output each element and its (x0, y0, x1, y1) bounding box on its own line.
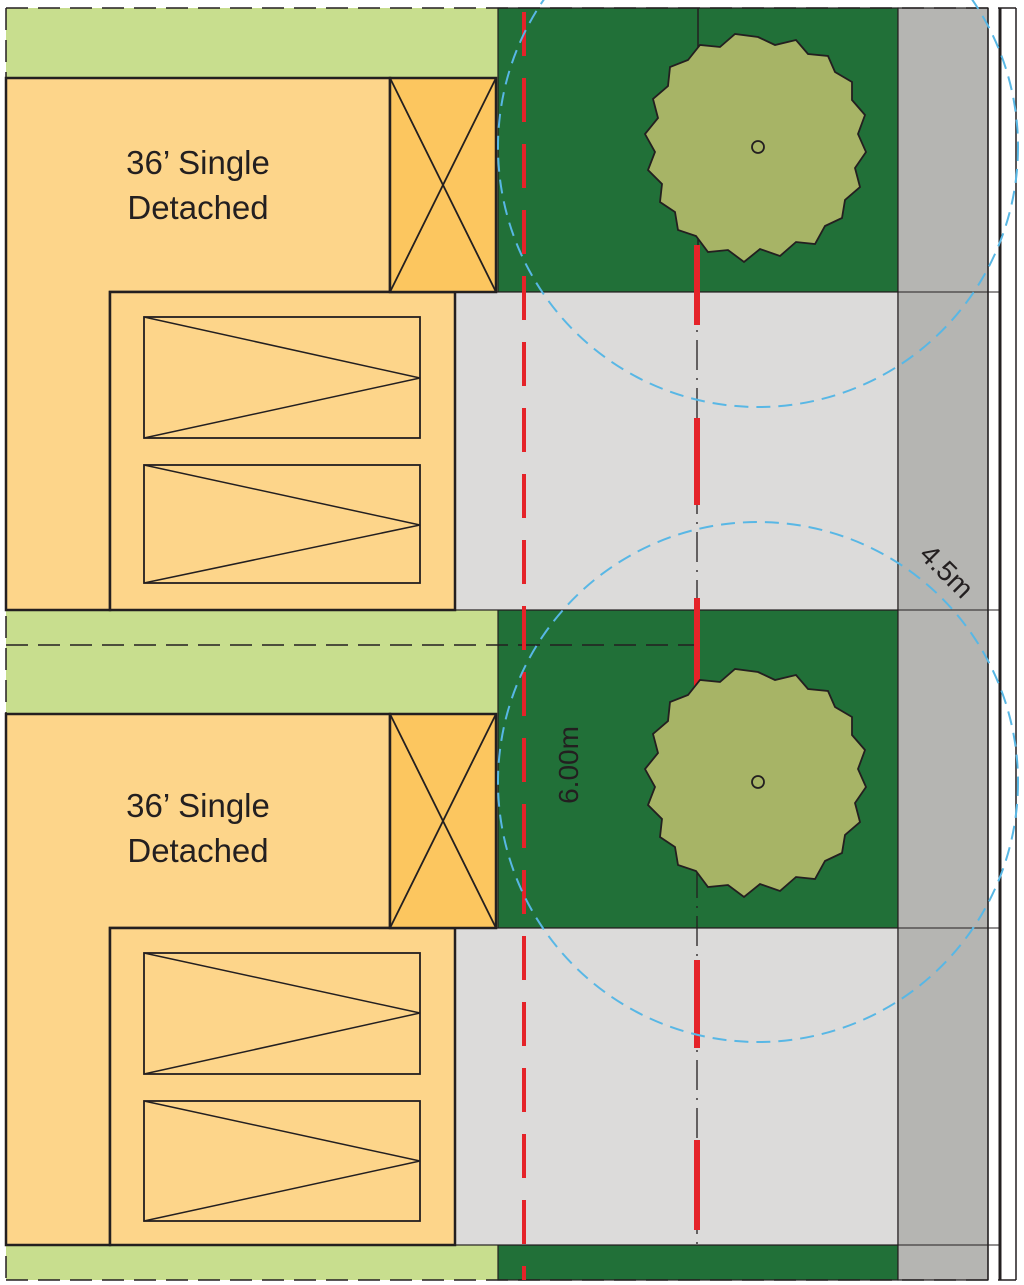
house-label-line2: Detached (127, 832, 268, 869)
driveway-bottom (454, 927, 899, 1246)
garage (108, 926, 457, 1247)
tree-icon (643, 33, 868, 264)
parking-stall-symbol (143, 464, 421, 584)
house-label-line1: 36’ Single (126, 787, 270, 824)
porch-symbol (389, 77, 497, 293)
lot-2: 36’ Single Detached (4, 712, 498, 1247)
tree-radius-circle (497, 0, 1019, 408)
garage (108, 290, 457, 612)
tree-radius-circle (497, 521, 1019, 1043)
sidewalk (897, 7, 989, 1281)
parking-stall (143, 464, 421, 584)
parking-stall-symbol (143, 1100, 421, 1222)
porch-symbol (389, 713, 497, 929)
parking-stall-symbol (143, 952, 421, 1075)
house-label-line2: Detached (127, 189, 268, 226)
driveway-top (454, 291, 899, 611)
parking-stall-symbol (143, 316, 421, 439)
tree-icon (643, 668, 868, 899)
setback-dimension-label: 6.00m (553, 726, 584, 804)
house-label-line1: 36’ Single (126, 144, 270, 181)
lot-1: 36’ Single Detached (4, 76, 498, 612)
boulevard-bottom (497, 1244, 899, 1281)
